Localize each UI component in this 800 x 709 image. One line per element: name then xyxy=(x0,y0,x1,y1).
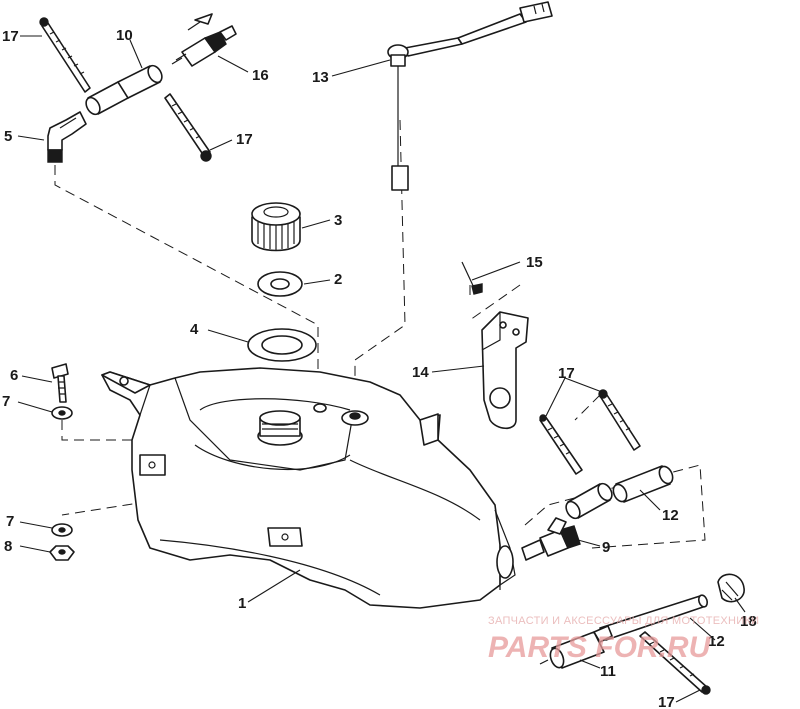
label-part-17c: 17 xyxy=(558,365,575,382)
clamp-strap-middle xyxy=(164,93,212,162)
bolt xyxy=(51,363,69,403)
bracket-screw xyxy=(461,261,483,295)
label-part-4: 4 xyxy=(190,321,199,338)
label-part-3: 3 xyxy=(334,212,342,229)
elbow-fitting xyxy=(47,111,87,163)
filler-ring xyxy=(247,328,317,362)
cap-gasket xyxy=(257,271,303,297)
label-part-11: 11 xyxy=(600,663,616,680)
label-part-7b: 7 xyxy=(6,513,14,530)
label-part-17b: 17 xyxy=(236,131,253,148)
fuel-cap xyxy=(251,202,301,252)
label-part-6: 6 xyxy=(10,367,18,384)
hose-clip xyxy=(717,573,745,603)
label-part-16: 16 xyxy=(252,67,269,84)
inline-filter xyxy=(539,625,613,669)
assembly-lines xyxy=(54,119,706,549)
hose-long xyxy=(612,465,674,503)
label-part-18: 18 xyxy=(740,613,757,630)
watermark: ЗАПЧАСТИ И АКСЕССУАРЫ ДЛЯ МОТОТЕХНИКИ PA… xyxy=(488,615,759,664)
fuel-sender xyxy=(387,1,553,191)
label-part-10: 10 xyxy=(116,27,133,44)
clamp-strap-right-a xyxy=(539,414,583,475)
label-part-1: 1 xyxy=(238,595,246,612)
fuel-tank xyxy=(101,367,516,609)
washer-lower xyxy=(51,523,73,537)
nut xyxy=(49,545,75,561)
fuel-hose-upper xyxy=(85,64,163,116)
label-part-13: 13 xyxy=(312,69,329,86)
mounting-bracket xyxy=(481,311,529,430)
label-part-12a: 12 xyxy=(662,507,679,524)
label-part-5: 5 xyxy=(4,128,12,145)
watermark-brand: PARTS FOR.RU xyxy=(488,631,712,664)
watermark-tagline: ЗАПЧАСТИ И АКСЕССУАРЫ ДЛЯ МОТОТЕХНИКИ xyxy=(488,615,759,627)
label-part-12b: 12 xyxy=(708,633,725,650)
label-part-15: 15 xyxy=(526,254,543,271)
label-part-9: 9 xyxy=(602,539,610,556)
leader-lines xyxy=(17,35,746,703)
label-part-17a: 17 xyxy=(2,28,19,45)
outlet-fitting xyxy=(521,517,581,561)
clamp-strap-upper-left xyxy=(39,17,91,93)
washer-upper xyxy=(51,406,73,420)
clamp-strap-right-b xyxy=(598,389,641,451)
clamp-strap-bottom xyxy=(639,631,711,695)
label-part-2: 2 xyxy=(334,271,342,288)
label-part-14: 14 xyxy=(412,364,429,381)
label-part-7a: 7 xyxy=(2,393,10,410)
fuel-valve xyxy=(171,13,237,67)
hose-short xyxy=(565,482,613,520)
label-part-17d: 17 xyxy=(658,694,675,709)
label-part-8: 8 xyxy=(4,538,12,555)
